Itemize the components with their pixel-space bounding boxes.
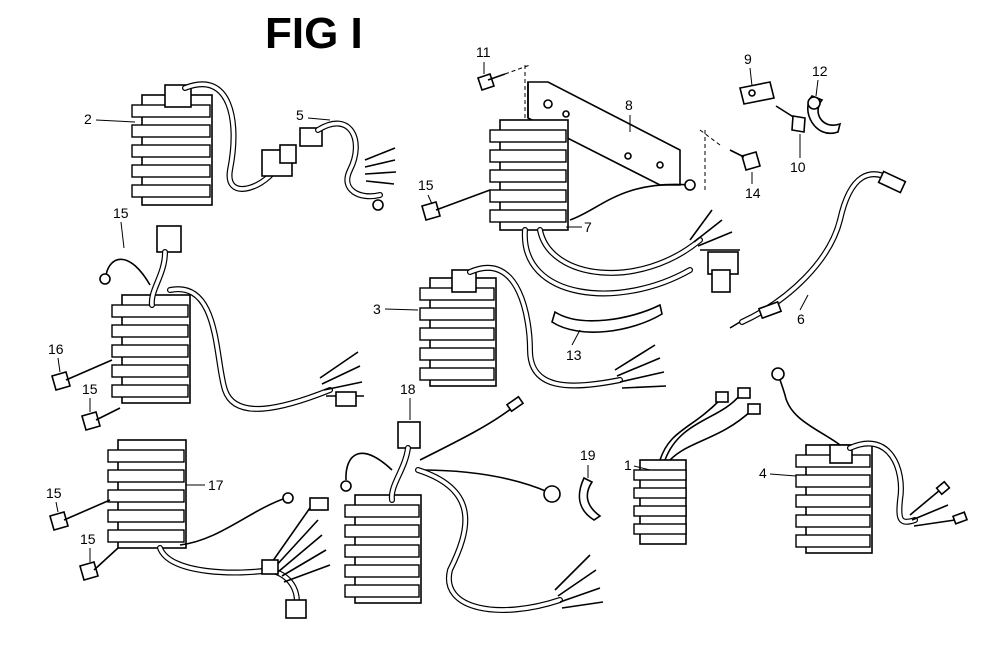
regulator-7 bbox=[489, 119, 740, 297]
grommet-14 bbox=[729, 149, 761, 171]
bolt-17 bbox=[81, 407, 121, 431]
clamp-12 bbox=[806, 95, 842, 135]
callout-10: 10 bbox=[790, 159, 806, 175]
bolt-15-mid bbox=[49, 499, 111, 531]
callout-5: 5 bbox=[296, 107, 304, 123]
connector-icon bbox=[397, 421, 421, 449]
callout-6: 6 bbox=[797, 311, 805, 327]
regulator-19 bbox=[107, 439, 331, 619]
figure-title: FIG I bbox=[265, 9, 363, 58]
clip-9 bbox=[739, 81, 775, 105]
callout-13: 13 bbox=[566, 347, 582, 363]
callout-8: 8 bbox=[625, 97, 633, 113]
harness-5 bbox=[299, 120, 397, 211]
wire-6 bbox=[729, 170, 907, 329]
connector-icon bbox=[309, 497, 329, 511]
callout-21: 19 bbox=[580, 447, 596, 463]
connector-icon bbox=[285, 599, 307, 619]
bolt-15-top bbox=[421, 189, 491, 221]
callout-7: 7 bbox=[584, 219, 592, 235]
callout-14: 14 bbox=[745, 185, 761, 201]
callout-9: 9 bbox=[744, 51, 752, 67]
regulator-3 bbox=[419, 264, 667, 389]
connector-icon bbox=[335, 391, 357, 407]
bolt-18 bbox=[51, 359, 113, 391]
callout-12: 12 bbox=[812, 63, 828, 79]
regulator-16 bbox=[99, 225, 364, 412]
regulator-4 bbox=[771, 367, 969, 554]
regulator-2 bbox=[131, 81, 297, 206]
callout-18: 16 bbox=[48, 341, 64, 357]
bolt-11 bbox=[476, 64, 531, 120]
bolt-15-low bbox=[79, 547, 119, 581]
callout-20: 18 bbox=[400, 381, 416, 397]
callout-15-top: 15 bbox=[418, 177, 434, 193]
callout-11: 11 bbox=[476, 44, 491, 60]
clip-21 bbox=[578, 476, 602, 521]
regulator-1 bbox=[633, 387, 761, 545]
callout-17: 15 bbox=[82, 381, 98, 397]
callout-15-low: 15 bbox=[80, 531, 96, 547]
connector-icon bbox=[156, 225, 182, 253]
screw-10 bbox=[775, 105, 806, 133]
regulator-20 bbox=[340, 395, 604, 613]
callout-1: 1 bbox=[624, 457, 632, 473]
callout-16: 15 bbox=[113, 205, 129, 221]
callout-15-mid: 15 bbox=[46, 485, 62, 501]
callout-19: 17 bbox=[208, 477, 224, 493]
callout-3: 3 bbox=[373, 301, 381, 317]
tube-13 bbox=[551, 303, 663, 333]
callout-2: 2 bbox=[84, 111, 92, 127]
callout-4: 4 bbox=[759, 465, 767, 481]
